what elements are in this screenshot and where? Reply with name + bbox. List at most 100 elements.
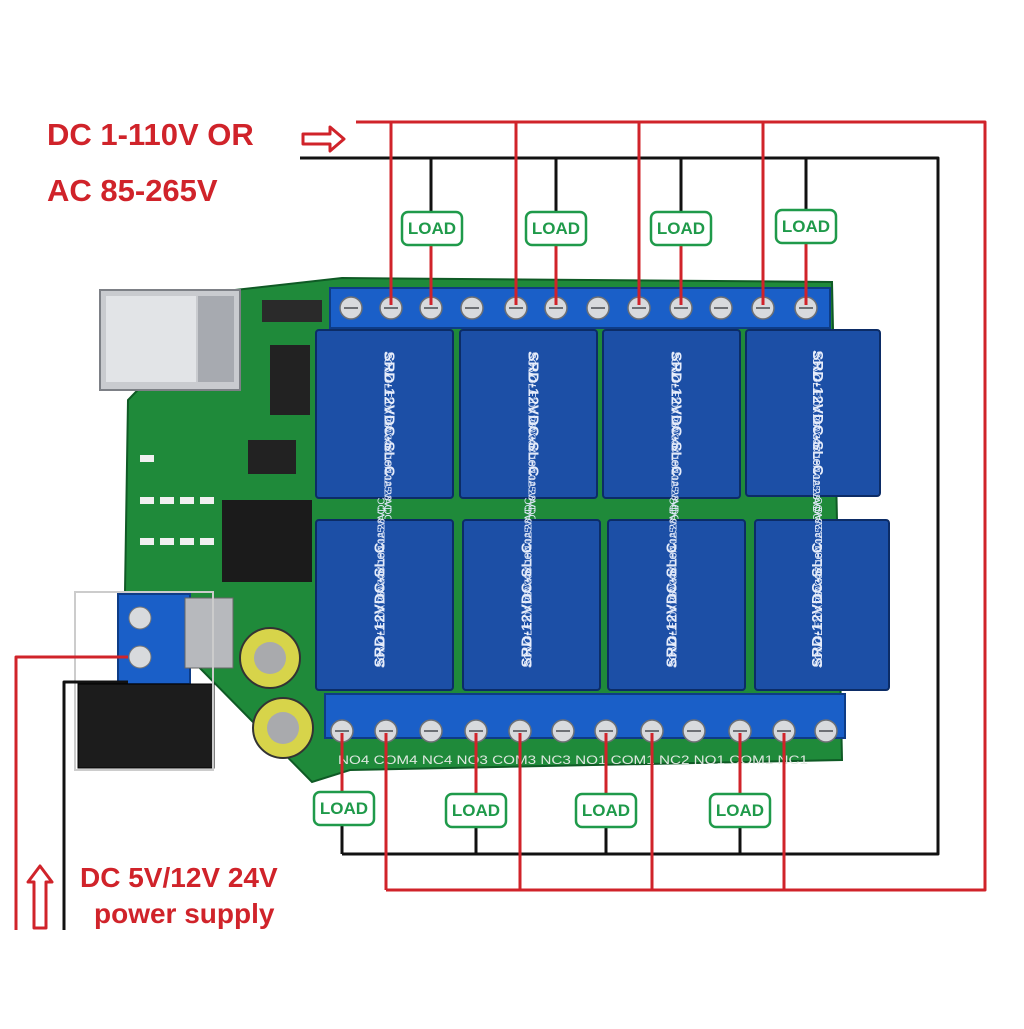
bottom-terminal-screws xyxy=(330,719,838,743)
power-terminal-screw xyxy=(128,606,152,630)
relay-rating-text: 10A 30VDC 10A 28VDC xyxy=(669,497,680,604)
relay-body xyxy=(745,329,881,497)
led xyxy=(160,538,174,545)
load-box: LOAD xyxy=(400,210,464,247)
power-supply-label-1: DC 5V/12V 24V xyxy=(80,862,278,893)
load-box: LOAD xyxy=(708,792,772,829)
relay-rating-text: 10A 30VDC 10A 28VDC xyxy=(382,414,393,521)
top-terminal-strip xyxy=(329,287,831,329)
relay-rating-text: 10A 250VAC 10A 125VAC xyxy=(810,395,821,511)
led xyxy=(160,497,174,504)
relay-model-text: SRD-12VDC-SL-C xyxy=(372,542,389,667)
relay-model-text: SRD-12VDC-SL-C xyxy=(381,351,398,476)
relay-brand-text: SONGLE xyxy=(668,621,680,668)
load-label: LOAD xyxy=(532,219,580,238)
relay-brand-text: SONGLE xyxy=(810,350,822,397)
led xyxy=(180,497,194,504)
load-label: LOAD xyxy=(657,219,705,238)
relay-brand-text: SONGLE xyxy=(813,621,825,668)
load-label: LOAD xyxy=(782,217,830,236)
led xyxy=(140,538,154,545)
load-box: LOAD xyxy=(524,210,588,247)
load-label: LOAD xyxy=(320,799,368,818)
relay-rating-text: 10A 250VAC 10A 125VAC xyxy=(382,396,393,512)
ic-chip-1 xyxy=(270,345,310,415)
relay-body xyxy=(602,329,741,499)
load-label: LOAD xyxy=(582,801,630,820)
load-box-outline xyxy=(649,210,713,247)
relay-body xyxy=(315,519,454,691)
relay-rating-text: 10A 250VAC 10A 125VAC xyxy=(669,507,680,623)
relay-rating-text: 10A 250VAC 10A 125VAC xyxy=(524,507,535,623)
load-boxes: LOAD LOAD LOAD LOAD LOAD LOAD LOAD LOAD xyxy=(312,208,838,829)
load-box-outline xyxy=(574,792,638,829)
usb-connector-shade xyxy=(106,296,196,382)
relay-rating-text: 10A 30VDC 10A 28VDC xyxy=(526,414,537,521)
voltage-regulator xyxy=(184,597,234,669)
relay-brand-text: SONGLE xyxy=(382,351,394,398)
relay-rating-text: 10A 250VAC 10A 125VAC xyxy=(377,507,388,623)
relay-body xyxy=(459,329,598,499)
live-wire-top-bus xyxy=(356,120,987,892)
relay-model-text: SRD-12VDC-SL-C xyxy=(525,351,542,476)
power-terminal-block xyxy=(117,593,191,685)
load-box-outline xyxy=(708,792,772,829)
ic-chip-3 xyxy=(222,500,312,582)
relay-rating-text: 10A 30VDC 10A 28VDC xyxy=(810,413,821,520)
wiring xyxy=(14,120,987,930)
load-box-outline xyxy=(400,210,464,247)
led xyxy=(180,538,194,545)
relay-body xyxy=(315,329,454,499)
line-source-label-1: DC 1-110V OR xyxy=(47,117,254,152)
relay-body xyxy=(607,519,746,691)
led xyxy=(200,538,214,545)
neutral-wire-top-bus xyxy=(300,156,940,856)
usb-connector-face xyxy=(198,296,234,382)
led xyxy=(140,455,154,462)
load-label: LOAD xyxy=(452,801,500,820)
load-box-outline xyxy=(774,208,838,245)
relay-model-text: SRD-12VDC-SL-C xyxy=(809,542,826,667)
led xyxy=(140,497,154,504)
relay-rating-text: 10A 250VAC 10A 125VAC xyxy=(526,396,537,512)
load-box-outline xyxy=(444,792,508,829)
supply-negative-wire xyxy=(62,680,128,930)
led xyxy=(200,497,214,504)
load-label: LOAD xyxy=(408,219,456,238)
load-box-outline xyxy=(524,210,588,247)
relay-body xyxy=(462,519,601,691)
electrolytic-capacitor-top xyxy=(254,642,286,674)
relay-model-text: SRD-12VDC-SL-C xyxy=(519,542,536,667)
relay-brand-text: SONGLE xyxy=(526,351,538,398)
dc-barrel-jack xyxy=(77,683,215,769)
electrolytic-capacitor-top xyxy=(267,712,299,744)
relay-body xyxy=(754,519,890,691)
load-box: LOAD xyxy=(649,210,713,247)
arrows xyxy=(26,125,346,930)
relay-brand-text: SONGLE xyxy=(669,351,681,398)
right-arrow-icon xyxy=(301,125,346,153)
line-source-label-2: AC 85-265V xyxy=(47,173,218,208)
status-leds xyxy=(140,455,214,545)
bottom-terminal-strip xyxy=(324,693,846,739)
ic-chip-2 xyxy=(248,440,296,474)
supply-positive-wire xyxy=(14,655,128,930)
relay-rating-text: 10A 30VDC 10A 28VDC xyxy=(814,497,825,604)
pin-header xyxy=(262,300,322,322)
relay-brand-text: SONGLE xyxy=(523,621,535,668)
load-box: LOAD xyxy=(444,792,508,829)
relay-rating-text: 10A 30VDC 10A 28VDC xyxy=(377,497,388,604)
relay-rating-text: 10A 250VAC 10A 125VAC xyxy=(814,507,825,623)
load-label: LOAD xyxy=(716,801,764,820)
load-box: LOAD xyxy=(312,790,376,827)
